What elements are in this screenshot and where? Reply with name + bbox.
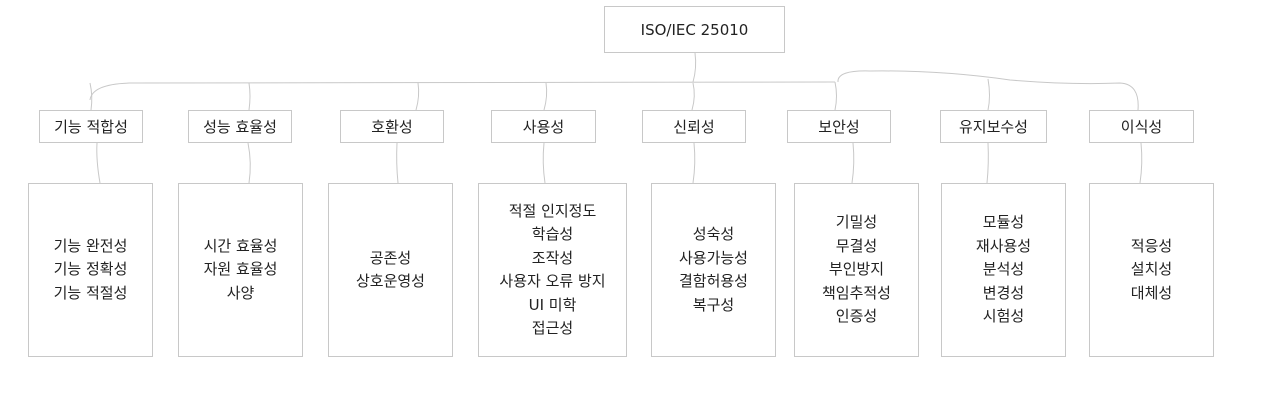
sub-characteristic: 재사용성 (975, 236, 1032, 255)
root-node: ISO/IEC 25010 (604, 6, 785, 53)
sub-characteristic: 책임추적성 (821, 283, 891, 302)
sub-characteristic: 성숙성 (692, 225, 735, 243)
sub-characteristic: 분석성 (982, 260, 1025, 279)
category-maintainability: 유지보수성 (940, 110, 1047, 143)
connector-drop-5 (691, 82, 695, 111)
detail-performance-efficiency: 시간 효율성 자원 효율성 사양 (178, 183, 303, 357)
detail-compatibility: 공존성 상호운영성 (328, 183, 453, 357)
connector-link-2 (247, 142, 251, 184)
sub-characteristic: 변경성 (982, 283, 1025, 302)
sub-characteristic: 적절 인지정도 (508, 201, 597, 220)
sub-characteristic: 사양 (226, 283, 255, 302)
sub-characteristic: 부인방지 (828, 260, 885, 279)
connector-link-4 (542, 142, 546, 184)
sub-characteristic: 대체성 (1130, 283, 1173, 302)
sub-characteristic: 학습성 (531, 225, 574, 243)
sub-characteristic: 자원 효율성 (203, 260, 278, 279)
sub-characteristic: 접근성 (531, 319, 574, 337)
detail-security: 기밀성 무결성 부인방지 책임추적성 인증성 (794, 183, 919, 357)
sub-characteristic: 모듈성 (982, 213, 1025, 232)
sub-characteristic: 복구성 (692, 295, 735, 314)
detail-maintainability: 모듈성 재사용성 분석성 변경성 시험성 (941, 183, 1066, 357)
connector-drop-2 (248, 82, 251, 111)
detail-portability: 적응성 설치성 대체성 (1089, 183, 1214, 357)
sub-characteristic: 인증성 (835, 307, 878, 326)
connector-link-5 (692, 142, 696, 184)
sub-characteristic: 상호운영성 (355, 272, 425, 290)
category-usability: 사용성 (491, 110, 596, 143)
connector-link-6 (851, 142, 855, 184)
sub-characteristic: 사용가능성 (678, 248, 748, 267)
connector-drop-1 (89, 82, 93, 111)
connector-link-3 (396, 142, 399, 184)
sub-characteristic: 무결성 (835, 236, 878, 255)
connector-root-trunk (692, 52, 697, 83)
sub-characteristic: 적응성 (1130, 236, 1173, 255)
category-security: 보안성 (787, 110, 891, 143)
connector-link-8 (1139, 142, 1143, 184)
sub-characteristic: 공존성 (369, 248, 412, 267)
connector-link-7 (986, 142, 989, 184)
detail-reliability: 성숙성 사용가능성 결함허용성 복구성 (651, 183, 776, 357)
connector-drop-6 (834, 81, 837, 111)
sub-characteristic: 결함허용성 (678, 272, 748, 290)
connector-drop-3 (415, 82, 420, 111)
detail-usability: 적절 인지정도 학습성 조작성 사용자 오류 방지 UI 미학 접근성 (478, 183, 627, 357)
connector-bus-right (837, 70, 1139, 111)
sub-characteristic: 조작성 (531, 248, 574, 267)
category-performance-efficiency: 성능 효율성 (188, 110, 292, 143)
sub-characteristic: 기능 적절성 (53, 283, 128, 302)
category-reliability: 신뢰성 (642, 110, 746, 143)
sub-characteristic: 기능 정확성 (53, 260, 128, 279)
connector-bus-left (89, 81, 836, 101)
sub-characteristic: 설치성 (1130, 260, 1173, 279)
sub-characteristic: 시험성 (982, 307, 1025, 326)
connector-drop-4 (543, 82, 548, 111)
sub-characteristic: 사용자 오류 방지 (499, 272, 606, 290)
sub-characteristic: 시간 효율성 (203, 236, 278, 255)
category-functional-suitability: 기능 적합성 (39, 110, 143, 143)
detail-functional-suitability: 기능 완전성 기능 정확성 기능 적절성 (28, 183, 153, 357)
connector-link-1 (96, 142, 101, 184)
sub-characteristic: 기능 완전성 (53, 236, 128, 255)
connector-drop-7 (987, 78, 990, 111)
sub-characteristic: 기밀성 (835, 213, 878, 232)
category-compatibility: 호환성 (340, 110, 444, 143)
category-portability: 이식성 (1089, 110, 1194, 143)
sub-characteristic: UI 미학 (528, 295, 577, 314)
